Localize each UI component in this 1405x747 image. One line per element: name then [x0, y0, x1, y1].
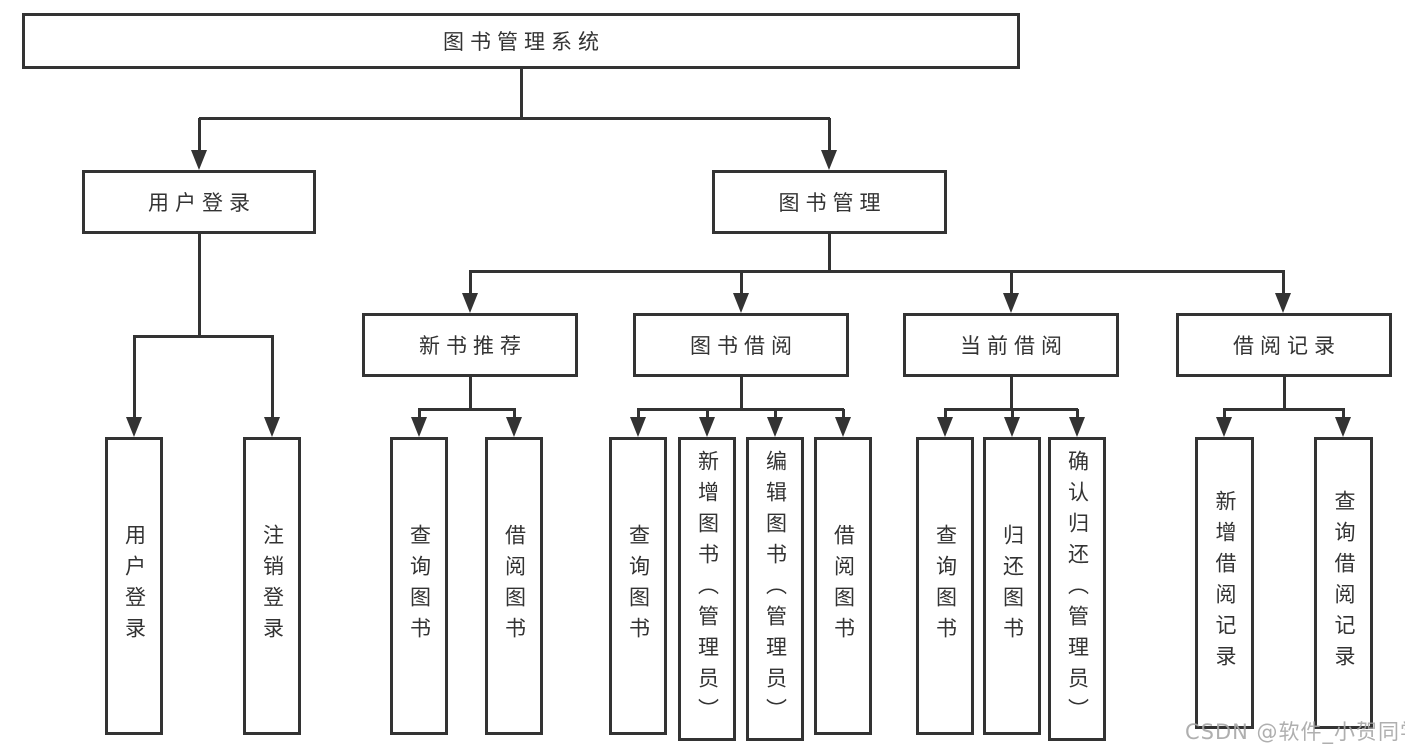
connector-line — [828, 234, 831, 272]
leaf-edit-books-admin: 编辑图书（管理员） — [746, 437, 804, 741]
leaf-label: 查询借阅记录 — [1332, 490, 1356, 676]
connector-line — [740, 272, 743, 295]
connector-line — [706, 409, 709, 418]
connector-line — [418, 409, 421, 418]
arrow-down-icon — [1275, 293, 1291, 313]
arrow-down-icon — [1069, 417, 1085, 437]
node-book-management: 图书管理 — [712, 170, 947, 234]
leaf-label: 编辑图书（管理员） — [763, 449, 788, 729]
connector-line — [774, 409, 777, 418]
connector-line — [1010, 272, 1013, 295]
arrow-down-icon — [462, 293, 478, 313]
arrow-down-icon — [630, 417, 646, 437]
arrow-down-icon — [411, 417, 427, 437]
leaf-label: 用户登录 — [122, 524, 147, 648]
node-label: 当前借阅 — [960, 334, 1068, 358]
leaf-return-books: 归还图书 — [983, 437, 1041, 735]
leaf-user-login: 用户登录 — [105, 437, 163, 735]
node-book-borrow: 图书借阅 — [633, 313, 849, 377]
node-user-login: 用户登录 — [82, 170, 316, 234]
node-borrow-records: 借阅记录 — [1176, 313, 1392, 377]
arrow-down-icon — [835, 417, 851, 437]
node-root: 图书管理系统 — [22, 13, 1020, 69]
connector-line — [637, 409, 640, 418]
arrow-down-icon — [821, 150, 837, 170]
connector-line — [513, 409, 516, 418]
connector-line — [469, 272, 472, 295]
leaf-borrow-books: 借阅图书 — [814, 437, 872, 735]
arrow-down-icon — [733, 293, 749, 313]
node-label: 图书管理系统 — [443, 30, 605, 54]
node-label: 借阅记录 — [1233, 334, 1341, 358]
arrow-down-icon — [1335, 417, 1351, 437]
leaf-label: 新增图书（管理员） — [695, 449, 720, 729]
leaf-label: 借阅图书 — [502, 524, 527, 648]
arrow-down-icon — [699, 417, 715, 437]
connector-line — [1223, 409, 1226, 418]
leaf-borrow-books: 借阅图书 — [485, 437, 543, 735]
connector-line — [828, 118, 831, 152]
connector-line — [133, 335, 274, 338]
node-label: 图书借阅 — [690, 334, 798, 358]
leaf-query-borrow-record: 查询借阅记录 — [1314, 437, 1373, 729]
connector-line — [637, 408, 844, 411]
leaf-label: 确认归还（管理员） — [1065, 449, 1090, 729]
leaf-query-books: 查询图书 — [916, 437, 974, 735]
arrow-down-icon — [1003, 293, 1019, 313]
connector-line — [418, 408, 516, 411]
arrow-down-icon — [191, 150, 207, 170]
arrow-down-icon — [1216, 417, 1232, 437]
watermark: CSDN @软件_小贺同学 — [1185, 720, 1405, 744]
arrow-down-icon — [767, 417, 783, 437]
connector-line — [740, 377, 743, 409]
connector-line — [198, 118, 201, 152]
leaf-label: 归还图书 — [1000, 524, 1025, 648]
leaf-add-books-admin: 新增图书（管理员） — [678, 437, 736, 741]
connector-line — [1223, 408, 1345, 411]
node-label: 新书推荐 — [419, 334, 527, 358]
node-new-book-recommend: 新书推荐 — [362, 313, 578, 377]
node-label: 用户登录 — [148, 191, 256, 215]
connector-line — [1342, 409, 1345, 418]
arrow-down-icon — [126, 417, 142, 437]
connector-line — [1011, 409, 1014, 418]
connector-line — [469, 377, 472, 409]
leaf-label: 注销登录 — [260, 524, 285, 648]
leaf-confirm-return-admin: 确认归还（管理员） — [1048, 437, 1106, 741]
connector-line — [1010, 377, 1013, 409]
connector-line — [1283, 377, 1286, 409]
connector-line — [1282, 272, 1285, 295]
leaf-label: 查询图书 — [407, 524, 432, 648]
arrow-down-icon — [264, 417, 280, 437]
node-label: 图书管理 — [778, 191, 887, 215]
connector-line — [271, 336, 274, 418]
connector-line — [198, 234, 201, 336]
arrow-down-icon — [1004, 417, 1020, 437]
connector-line — [1076, 409, 1079, 418]
connector-line — [520, 68, 523, 118]
leaf-add-borrow-record: 新增借阅记录 — [1195, 437, 1254, 729]
leaf-label: 查询图书 — [626, 524, 651, 648]
leaf-label: 新增借阅记录 — [1213, 490, 1237, 676]
arrow-down-icon — [937, 417, 953, 437]
node-current-borrow: 当前借阅 — [903, 313, 1119, 377]
connector-line — [199, 117, 830, 120]
connector-line — [842, 409, 845, 418]
leaf-query-books: 查询图书 — [609, 437, 667, 735]
leaf-logout: 注销登录 — [243, 437, 301, 735]
connector-line — [133, 336, 136, 418]
leaf-label: 借阅图书 — [831, 524, 856, 648]
arrow-down-icon — [506, 417, 522, 437]
connector-line — [469, 270, 1285, 273]
leaf-query-books: 查询图书 — [390, 437, 448, 735]
connector-line — [944, 409, 947, 418]
leaf-label: 查询图书 — [933, 524, 958, 648]
